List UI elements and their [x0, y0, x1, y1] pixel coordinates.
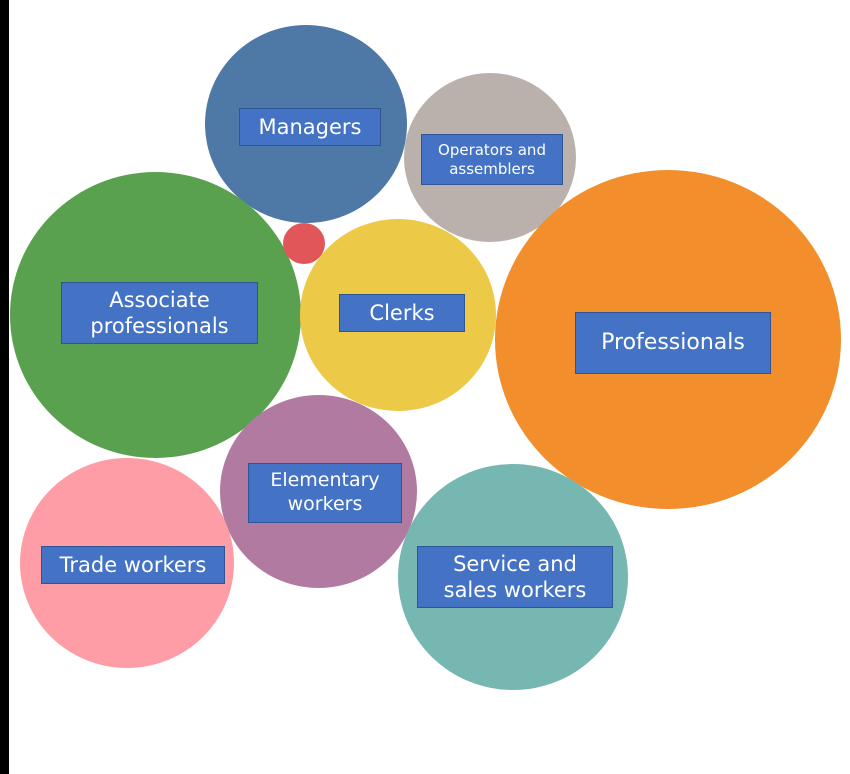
- service-sales-label: Service and sales workers: [417, 546, 613, 608]
- small-red-bubble: [283, 223, 325, 264]
- trade-workers-label: Trade workers: [41, 546, 225, 584]
- managers-label: Managers: [239, 108, 381, 146]
- operators-label: Operators and assemblers: [421, 134, 563, 185]
- associate-professionals-label: Associate professionals: [61, 282, 258, 344]
- elementary-workers-label: Elementary workers: [248, 463, 402, 523]
- professionals-label: Professionals: [575, 312, 771, 374]
- left-edge-bar: [0, 0, 9, 774]
- clerks-label: Clerks: [339, 294, 465, 332]
